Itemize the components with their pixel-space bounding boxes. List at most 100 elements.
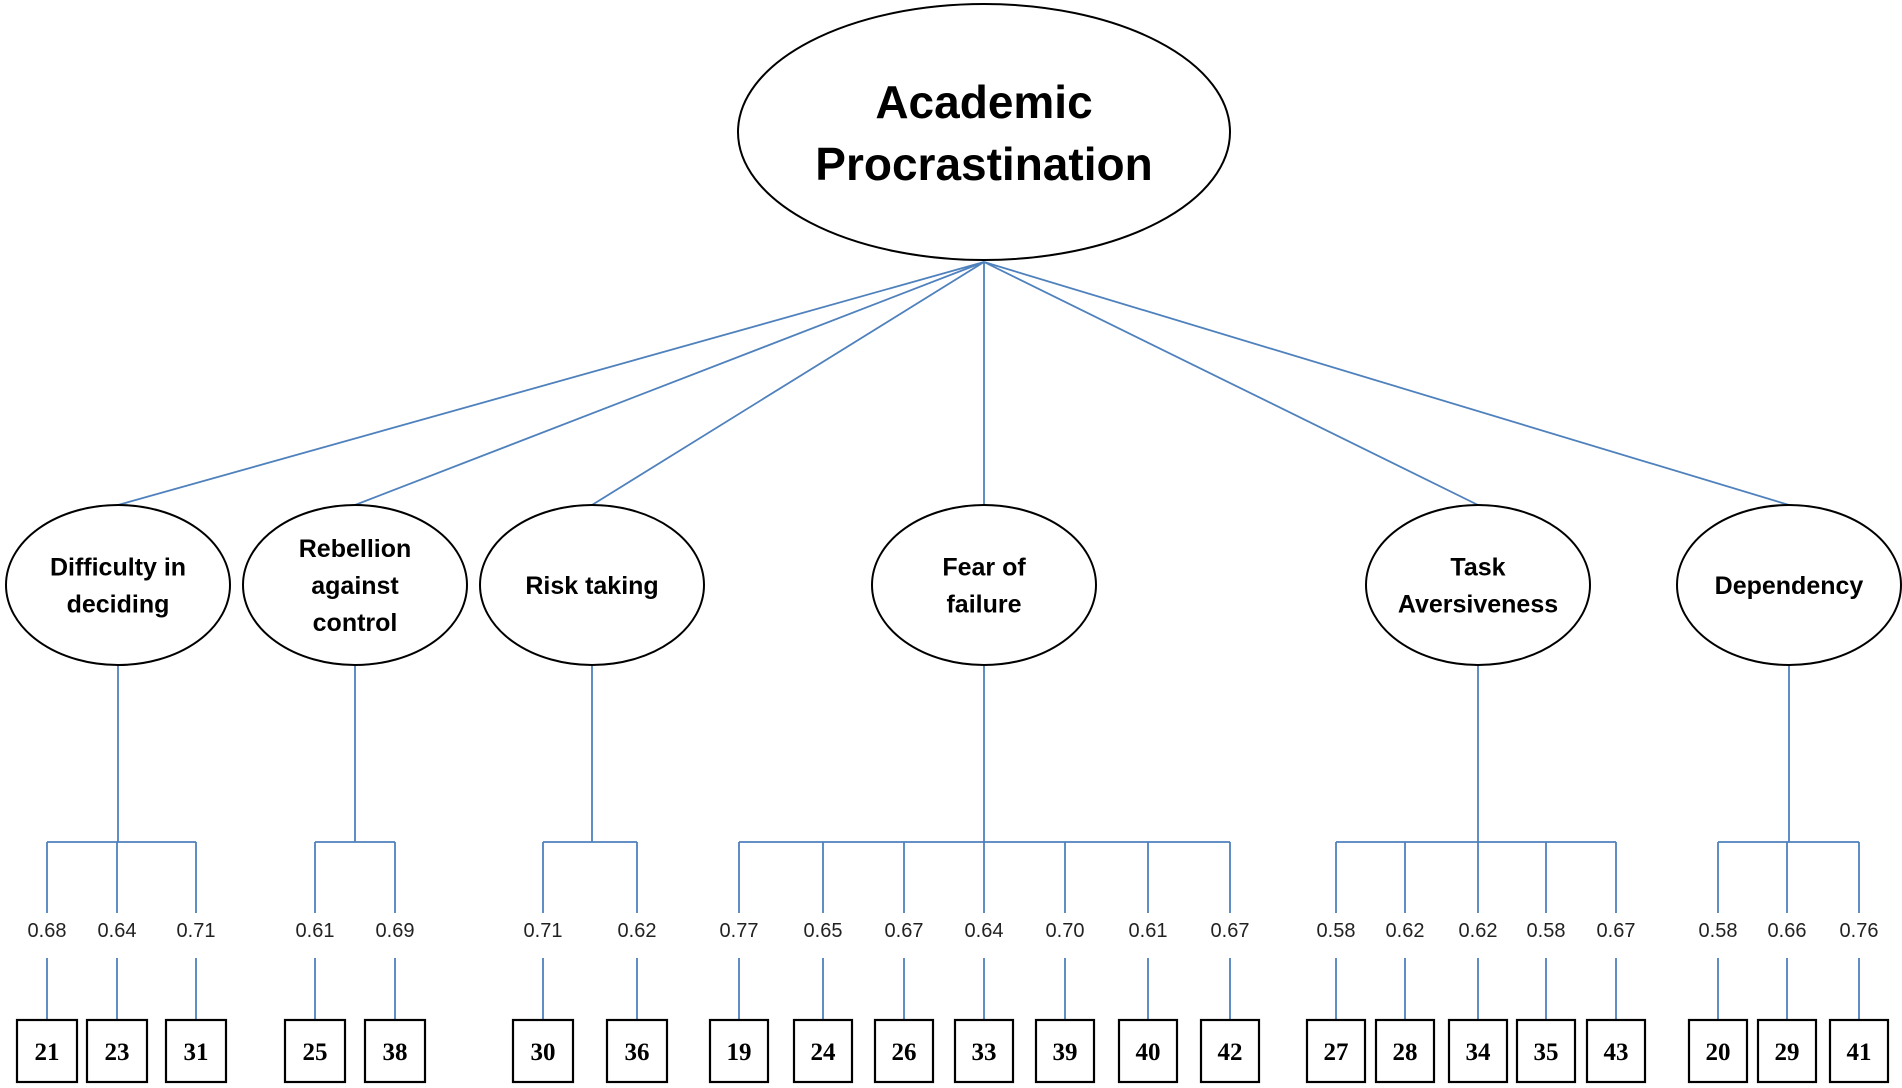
factor-ellipse [1365,504,1591,666]
item-number: 19 [727,1039,752,1066]
factor-ellipse [242,504,468,666]
loading-label: 0.58 [1527,920,1566,942]
factor-label-line: Dependency [1715,572,1864,600]
item-box [1117,1018,1179,1084]
loading-label: 0.66 [1768,920,1807,942]
factor-label-line: Risk taking [525,572,658,600]
item-box-40: 40 [1117,1018,1179,1084]
item-box [1828,1018,1890,1084]
edge-root-to-risk-taking [591,261,985,506]
loading-label: 0.77 [720,920,759,942]
loading-label: 0.70 [1046,920,1085,942]
item-number: 26 [892,1039,917,1066]
item-box [363,1018,427,1084]
item-box [873,1018,935,1084]
factor-risk-taking: Risk taking 0.71 30 0.62 36 [479,504,705,1084]
item-box-30: 30 [511,1018,575,1084]
item-box-35: 35 [1515,1018,1577,1084]
item-box [1447,1018,1509,1084]
edge-root-to-difficulty-in-deciding [117,261,985,506]
factor-label-line: Task [1450,554,1505,582]
item-number: 42 [1218,1039,1243,1066]
factor-label-line: Aversiveness [1398,591,1558,619]
loading-label: 0.62 [618,920,657,942]
item-box-29: 29 [1756,1018,1818,1084]
loading-label: 0.61 [296,920,335,942]
item-number: 38 [383,1039,408,1066]
item-number: 28 [1393,1039,1418,1066]
item-box-26: 26 [873,1018,935,1084]
item-number: 31 [184,1039,209,1066]
edges [46,261,1860,1020]
item-number: 35 [1534,1039,1559,1066]
item-box [1687,1018,1749,1084]
factor-ellipse [5,504,231,666]
item-box-36: 36 [605,1018,669,1084]
edge-root-to-dependency [983,261,1790,506]
item-box-20: 20 [1687,1018,1749,1084]
factor-label-line: against [311,572,399,600]
item-number: 36 [625,1039,650,1066]
loading-label: 0.76 [1840,920,1879,942]
loading-label: 0.67 [1597,920,1636,942]
loading-label: 0.64 [98,920,137,942]
loading-label: 0.65 [804,920,843,942]
item-box-34: 34 [1447,1018,1509,1084]
item-box-23: 23 [85,1018,149,1084]
loading-label: 0.69 [376,920,415,942]
item-number: 25 [303,1039,328,1066]
item-number: 33 [972,1039,997,1066]
factor-ellipse [1676,504,1902,666]
item-number: 24 [811,1039,837,1066]
item-number: 21 [35,1039,60,1066]
item-box [1585,1018,1647,1084]
item-number: 43 [1604,1039,1629,1066]
item-number: 40 [1136,1039,1161,1066]
item-box [1034,1018,1096,1084]
item-box [511,1018,575,1084]
item-box [1305,1018,1367,1084]
item-box [15,1018,79,1084]
root-ellipse [737,3,1231,261]
item-box-19: 19 [708,1018,770,1084]
factor-label-line: Difficulty in [50,554,186,582]
item-box-39: 39 [1034,1018,1096,1084]
item-box-41: 41 [1828,1018,1890,1084]
factor-label-line: Rebellion [299,535,412,563]
edge-root-to-rebellion-against-control [354,261,985,506]
item-box [283,1018,347,1084]
item-box [164,1018,228,1084]
item-box-42: 42 [1199,1018,1261,1084]
item-box [792,1018,854,1084]
item-number: 34 [1466,1039,1492,1066]
factors: Difficulty indeciding0.68210.64230.7131R… [5,504,1902,1084]
loading-label: 0.61 [1129,920,1168,942]
item-number: 30 [531,1039,556,1066]
item-box [1515,1018,1577,1084]
item-box [708,1018,770,1084]
item-box [953,1018,1015,1084]
loading-label: 0.58 [1317,920,1356,942]
item-number: 41 [1847,1039,1872,1066]
item-box [605,1018,669,1084]
loading-label: 0.68 [28,920,67,942]
loading-label: 0.71 [524,920,563,942]
loading-label: 0.71 [177,920,216,942]
factor-ellipse [479,504,705,666]
factor-label-line: failure [946,591,1021,619]
edge-root-to-task-aversiveness [983,261,1479,506]
loading-label: 0.67 [1211,920,1250,942]
item-box [85,1018,149,1084]
loading-label: 0.58 [1699,920,1738,942]
loading-label: 0.64 [965,920,1004,942]
item-box-43: 43 [1585,1018,1647,1084]
item-box-25: 25 [283,1018,347,1084]
item-number: 20 [1706,1039,1731,1066]
item-box [1199,1018,1261,1084]
loading-label: 0.62 [1386,920,1425,942]
factor-dependency: Dependency 0.58 20 0.66 29 0.76 41 [1676,504,1902,1084]
